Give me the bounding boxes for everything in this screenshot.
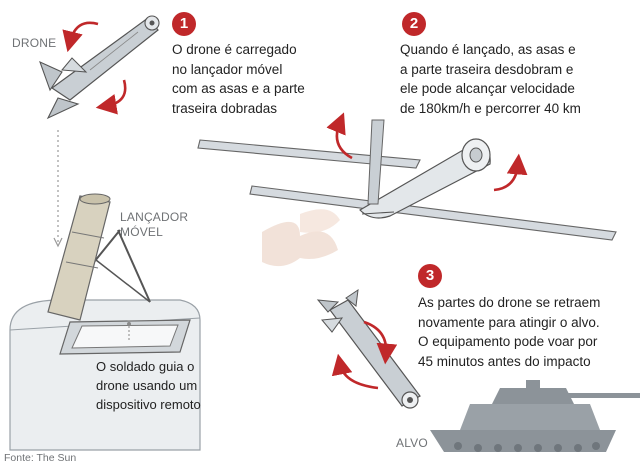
- step-2-line: ele pode alcançar velocidade: [400, 81, 575, 96]
- launcher-vehicle-illustration: [9, 193, 201, 451]
- step-3-line: novamente para atingir o alvo.: [418, 314, 600, 330]
- step-3-badge: 3: [418, 264, 442, 288]
- step-2-text: Quando é lançado, as asas e a parte tras…: [400, 40, 581, 118]
- rotate-arrow-icon: [62, 21, 99, 53]
- step-3-line: 45 minutos antes do impacto: [418, 353, 591, 369]
- folded-drone-illustration: [39, 15, 160, 120]
- tank-silhouette: [430, 380, 640, 452]
- step-2-line: de 180km/h e percorrer 40 km: [400, 100, 581, 116]
- step-3-text: As partes do drone se retraem novamente …: [418, 293, 600, 371]
- soldier-caption-line: drone usando um: [96, 378, 198, 393]
- rotate-arrow-icon: [326, 112, 353, 160]
- step-1-line: O drone é carregado: [172, 42, 297, 57]
- drone-label: DRONE: [12, 36, 57, 50]
- step-2-line: Quando é lançado, as asas e: [400, 42, 576, 57]
- step-3-line: As partes do drone se retraem: [418, 295, 601, 310]
- retracting-drone-illustration: [316, 288, 421, 409]
- step-1-line: no lançador móvel: [172, 61, 283, 77]
- target-label: ALVO: [396, 436, 428, 450]
- step-3-line: O equipamento pode voar por: [418, 334, 598, 349]
- step-2-line: a parte traseira desdobram e: [400, 61, 574, 77]
- source-credit: Fonte: The Sun: [4, 452, 77, 464]
- soldier-caption-line: O soldado guia o: [96, 359, 195, 374]
- launcher-label: LANÇADOR MÓVEL: [120, 210, 188, 240]
- rotate-arrow-icon: [331, 353, 379, 390]
- rotate-arrow-icon: [493, 153, 528, 192]
- launcher-label-line: MÓVEL: [120, 225, 164, 239]
- rotate-arrow-icon: [95, 79, 127, 115]
- step-2-badge: 2: [402, 12, 426, 36]
- rotate-arrow-icon: [363, 320, 398, 365]
- step-1-line: com as asas e a parte: [172, 81, 305, 96]
- step-1-line: traseira dobradas: [172, 100, 278, 116]
- soldier-caption: O soldado guia o drone usando um disposi…: [96, 357, 201, 414]
- deployed-drone-illustration: [197, 119, 617, 267]
- soldier-caption-line: dispositivo remoto: [96, 397, 201, 412]
- step-1-text: O drone é carregado no lançador móvel co…: [172, 40, 305, 118]
- step-1-badge: 1: [172, 12, 196, 36]
- launcher-label-line: LANÇADOR: [120, 210, 189, 224]
